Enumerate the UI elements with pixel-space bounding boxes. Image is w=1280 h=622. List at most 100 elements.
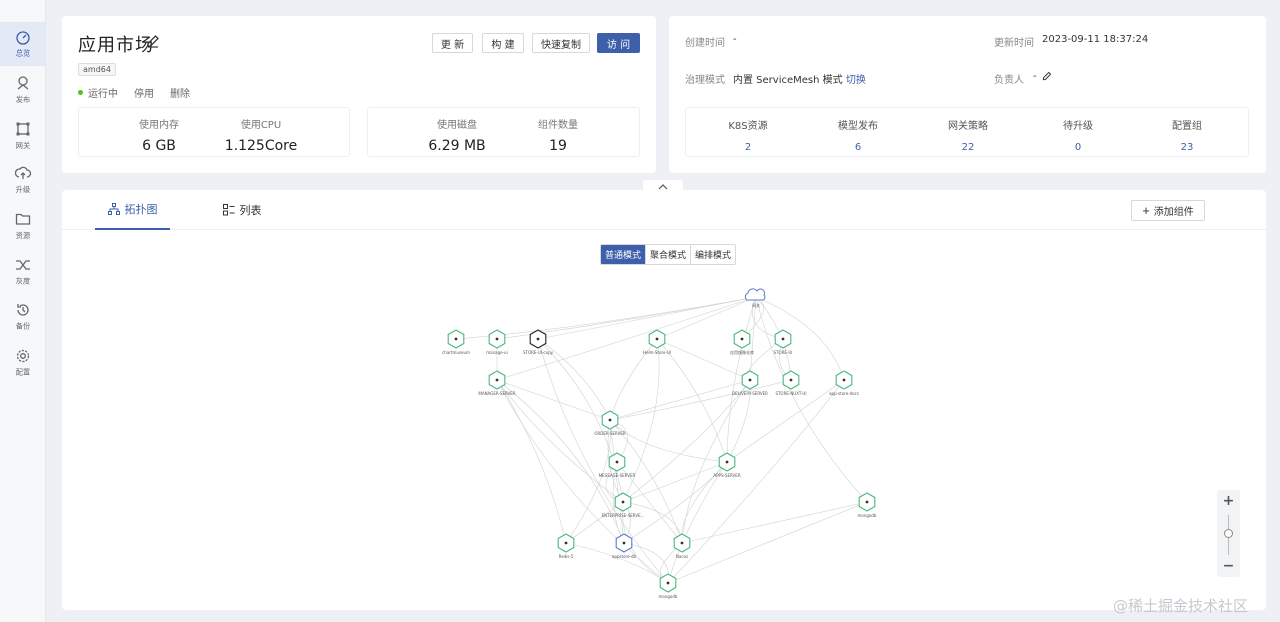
sidebar-item-backup[interactable]: 备份 [0, 295, 46, 339]
topology-node[interactable]: STORE-UI [774, 329, 793, 355]
disk-metric: 使用磁盘 6.29 MB [428, 120, 486, 154]
topology-node[interactable]: appstore-db [612, 533, 637, 559]
node-label: app-store-docs [829, 391, 859, 396]
topology-node[interactable]: STORE-UI-copy [523, 329, 554, 355]
topology-node[interactable]: MANAGER-SERVER [478, 370, 516, 396]
resource-stats-box: K8S资源 2 模型发布 6 网关策略 22 待升级 0 配置组 23 [685, 107, 1249, 157]
topology-node[interactable]: ENTERPRISE-SERVE... [602, 492, 645, 518]
switch-governance-link[interactable]: 切换 [845, 75, 866, 86]
sidebar-item-grayscale[interactable]: 灰度 [0, 250, 46, 294]
topology-node[interactable]: Nacos [673, 533, 691, 559]
sidebar-item-overview[interactable]: 总览 [0, 22, 46, 66]
topology-edge [755, 296, 868, 503]
service-node-center [655, 337, 659, 341]
node-label: 应用镜像仓库 [730, 349, 754, 355]
visit-button[interactable]: 访 问 [597, 33, 640, 53]
topology-node[interactable]: app-store-docs [829, 370, 859, 396]
gateway-policy-stat[interactable]: 网关策略 22 [948, 121, 988, 153]
service-node-center [842, 378, 846, 382]
node-label: Nacos [676, 554, 688, 559]
gateway-cloud-icon[interactable]: 网关 [744, 288, 766, 308]
add-component-button[interactable]: + 添加组件 [1131, 200, 1205, 221]
service-node-center [608, 418, 612, 422]
topology-edge [609, 419, 728, 463]
chevron-up-icon [658, 184, 668, 190]
service-node-center [622, 541, 626, 545]
node-label: MESSAGE-SERVER [599, 473, 636, 478]
topology-edge [755, 296, 845, 381]
zoom-control: + − [1217, 490, 1240, 577]
resource-usage-box: 使用内存 6 GB 使用CPU 1.125Core [78, 107, 350, 157]
component-count-metric: 组件数量 19 [538, 120, 578, 154]
governance-mode-label: 治理模式 [685, 75, 725, 86]
topology-edge [622, 461, 728, 503]
mode-normal-button[interactable]: 普通模式 [601, 245, 647, 264]
topology-edge [496, 379, 624, 503]
updated-time-value: 2023-09-11 18:37:24 [1042, 34, 1149, 45]
topology-node[interactable]: ORDER-SERVER [594, 410, 626, 436]
stop-action[interactable]: 停用 [134, 89, 154, 100]
topology-edge [609, 379, 792, 421]
config-group-stat[interactable]: 配置组 23 [1172, 121, 1202, 153]
mode-aggregate-button[interactable]: 聚合模式 [646, 245, 692, 264]
sidebar-item-publish[interactable]: 发布 [0, 68, 46, 112]
node-label: ORDER-SERVER [594, 431, 625, 436]
edit-owner-icon[interactable] [1042, 71, 1052, 81]
build-button[interactable]: 构 建 [482, 33, 524, 53]
service-node-center [781, 337, 785, 341]
created-time-label: 创建时间 [685, 38, 725, 49]
sidebar-item-label: 资源 [15, 231, 31, 240]
node-label: Helm-Store-UI [643, 350, 671, 355]
sidebar-item-config[interactable]: 配置 [0, 341, 46, 385]
sidebar-item-label: 总览 [15, 49, 31, 58]
topology-node[interactable]: MESSAGE-SERVER [599, 452, 636, 478]
topology-node[interactable]: mongodb [659, 573, 678, 599]
topology-edge [565, 419, 611, 544]
node-label: chartmuseum [442, 350, 470, 355]
topology-edge [496, 379, 611, 421]
service-node-center [564, 541, 568, 545]
model-publish-stat[interactable]: 模型发布 6 [838, 121, 878, 153]
zoom-in-button[interactable]: + [1222, 493, 1235, 509]
topology-node[interactable]: chartmuseum [442, 329, 470, 355]
topology-edge [681, 379, 751, 544]
governance-mode-value: 内置 ServiceMesh 模式 [733, 75, 843, 86]
topology-edge [622, 501, 683, 544]
topology-edge [609, 419, 625, 544]
zoom-out-button[interactable]: − [1222, 558, 1235, 574]
node-label: APPS-SERVER [713, 473, 740, 478]
topology-node[interactable]: manage-ui [486, 329, 508, 355]
sidebar-item-upgrade[interactable]: 升级 [0, 158, 46, 202]
topology-edge [496, 379, 567, 544]
topology-node[interactable]: APPS-SERVER [713, 452, 741, 478]
zoom-slider-handle[interactable] [1224, 529, 1233, 538]
mode-orchestrate-button[interactable]: 编排模式 [691, 245, 736, 264]
topology-edge [667, 461, 728, 584]
topology-node[interactable]: DELIVERY-SERVER [732, 370, 768, 396]
k8s-resources-stat[interactable]: K8S资源 2 [728, 121, 768, 153]
publish-icon [17, 76, 29, 90]
topology-edge [496, 379, 669, 584]
update-button[interactable]: 更 新 [432, 33, 473, 53]
tab-list[interactable]: 列表 [212, 190, 272, 230]
topology-node[interactable]: Redis-5 [557, 533, 575, 559]
memory-metric: 使用内存 6 GB [139, 120, 179, 154]
topology-node[interactable]: STORE-NUXT-UI [775, 370, 807, 396]
gateway-icon [16, 122, 30, 136]
topology-node[interactable]: mongodb [858, 492, 877, 518]
sidebar-item-gateway[interactable]: 网关 [0, 114, 46, 158]
delete-action[interactable]: 删除 [170, 89, 190, 100]
quick-copy-button[interactable]: 快速复制 [532, 33, 590, 53]
sidebar-item-resources[interactable]: 资源 [0, 204, 46, 248]
service-node-center [789, 378, 793, 382]
dashboard-icon [16, 31, 30, 45]
edit-icon[interactable] [146, 34, 160, 48]
topology-node[interactable]: Helm-Store-UI [643, 329, 671, 355]
tab-topology[interactable]: 拓扑图 [95, 190, 170, 230]
pending-upgrade-stat[interactable]: 待升级 0 [1063, 121, 1093, 153]
topology-edge [609, 419, 683, 544]
service-node-center [725, 460, 729, 464]
topology-node[interactable]: 应用镜像仓库 [730, 329, 754, 355]
service-node-center [615, 460, 619, 464]
owner-value: - [1033, 71, 1037, 82]
